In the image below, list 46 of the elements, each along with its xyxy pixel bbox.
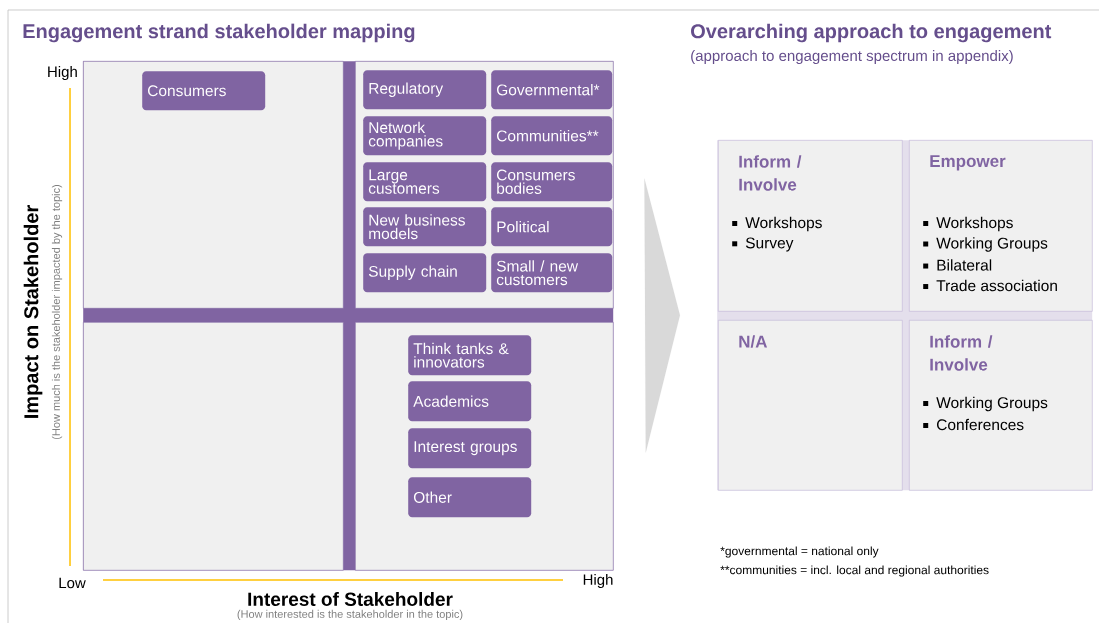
axis-label: High bbox=[583, 574, 613, 588]
section-subtitle: (approach to engagement spectrum in appendix) bbox=[691, 50, 1013, 64]
chevron-arrow bbox=[644, 178, 680, 453]
stakeholder-box: Regulatory bbox=[363, 70, 487, 110]
bullet-item: Workshops bbox=[732, 216, 822, 232]
approach-cell bbox=[909, 320, 1093, 491]
footnote: *governmental = national only bbox=[720, 546, 879, 558]
stakeholder-box: New business models bbox=[363, 207, 487, 247]
stakeholder-box: Consumers bodies bbox=[491, 162, 613, 202]
stakeholder-box: Large customers bbox=[363, 162, 487, 202]
bullet-item: Bilateral bbox=[923, 259, 992, 271]
stakeholder-box: Political bbox=[491, 207, 613, 247]
cell-heading: N/A bbox=[739, 335, 768, 348]
approach-cell bbox=[718, 320, 903, 491]
stakeholder-box: Network companies bbox=[363, 116, 487, 156]
quadrant-panel bbox=[83, 322, 344, 571]
stakeholder-box: Small / new customers bbox=[491, 253, 613, 293]
bullet-item: Trade association bbox=[923, 279, 1057, 292]
stakeholder-box: Interest groups bbox=[408, 428, 532, 469]
stakeholder-box: Think tanks & innovators bbox=[408, 335, 532, 376]
axis-title: Impact on Stakeholder bbox=[23, 205, 43, 418]
stakeholder-box: Governmental* bbox=[491, 70, 613, 110]
axis-subtitle: (How interested is the stakeholder in the topic) bbox=[237, 609, 463, 621]
axis-subtitle: (How much is the stakeholder impacted by the topic) bbox=[51, 184, 63, 440]
bullet-item: Working Groups bbox=[923, 237, 1048, 252]
bullet-item: Working Groups bbox=[923, 396, 1048, 412]
bullet-item: Survey bbox=[732, 237, 794, 252]
cell-heading: Inform / Involve bbox=[739, 155, 802, 191]
stakeholder-box: Communities** bbox=[491, 116, 613, 156]
stakeholder-box: Other bbox=[408, 477, 532, 518]
approach-cell bbox=[909, 140, 1093, 312]
section-title: Overarching approach to engagement bbox=[691, 23, 1052, 43]
stakeholder-box: Academics bbox=[408, 381, 532, 422]
bullet-item: Workshops bbox=[923, 216, 1013, 232]
axis-title: Interest of Stakeholder bbox=[248, 592, 453, 606]
cell-heading: Inform / Involve bbox=[930, 335, 993, 371]
axis-label: Low bbox=[59, 577, 86, 589]
quadrant-panel bbox=[83, 61, 344, 309]
cell-heading: Empower bbox=[930, 155, 1006, 171]
page-title: Engagement strand stakeholder mapping bbox=[23, 23, 415, 43]
bullet-item: Conferences bbox=[923, 418, 1024, 431]
stakeholder-box: Supply chain bbox=[363, 253, 487, 293]
approach-cell bbox=[718, 140, 903, 312]
stakeholder-box: Consumers bbox=[142, 71, 266, 111]
axis-label: High bbox=[48, 66, 77, 80]
footnote: **communities = incl. local and regional authorities bbox=[720, 565, 989, 577]
